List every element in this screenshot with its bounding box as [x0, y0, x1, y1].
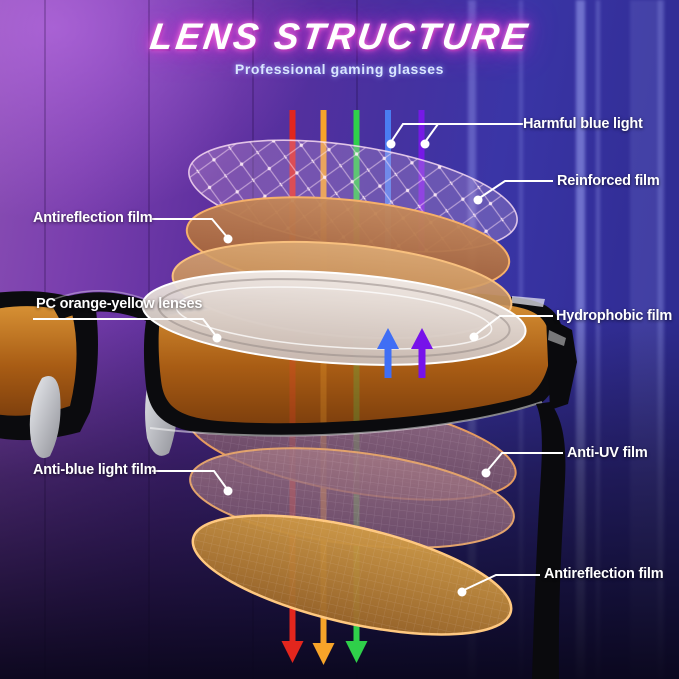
label-anti-blue-light-film: Anti-blue light film — [33, 462, 157, 478]
violet-reflected-arrow-shaft — [418, 348, 426, 378]
callout-dot — [481, 468, 491, 478]
transmitted-light-arrows — [281, 641, 368, 665]
callout-line-antireflection-bottom — [463, 574, 540, 591]
label-reinforced-film: Reinforced film — [557, 173, 660, 189]
callout-dot — [473, 195, 483, 205]
temple-arm — [532, 402, 566, 679]
violet-reflected-arrow-head — [411, 328, 433, 349]
bridge-highlight — [51, 290, 151, 302]
frame-corner-glint — [512, 296, 545, 307]
callout-dot — [469, 332, 479, 342]
callout-line-pc-lenses — [33, 318, 217, 337]
label-pc-orange-yellow-lenses: PC orange-yellow lenses — [36, 296, 203, 312]
frame-bottom-rim-light — [149, 401, 543, 437]
page-subtitle: Professional gaming glasses — [234, 61, 445, 77]
hinge — [546, 316, 577, 410]
callout-line-anti-uv — [486, 452, 563, 472]
callout-line-reinforced-film — [477, 180, 553, 200]
label-anti-uv-film: Anti-UV film — [567, 445, 648, 461]
callout-lines — [33, 123, 563, 591]
bridge — [50, 292, 152, 322]
antireflection-film-bottom-layer — [191, 514, 513, 636]
callout-dot — [223, 234, 233, 244]
blue-reflected-arrow-shaft — [384, 348, 392, 378]
nose-pad-left — [29, 376, 61, 459]
upper-film-stack — [141, 139, 527, 366]
page-title: LENS STRUCTURE — [147, 16, 533, 57]
label-harmful-blue-light: Harmful blue light — [523, 116, 643, 132]
hydrophobic-film-layer — [141, 270, 527, 366]
label-antireflection-film-bottom: Antireflection film — [544, 566, 664, 582]
callout-dot — [386, 139, 396, 149]
callout-dot — [457, 587, 467, 597]
callout-line-harmful-blue-light — [390, 123, 523, 143]
label-antireflection-film-top: Antireflection film — [33, 210, 153, 226]
green-down-arrow-head — [345, 641, 368, 663]
hinge-glint — [548, 330, 566, 346]
callout-line-anti-blue — [152, 470, 228, 490]
callout-line-hydrophobic — [474, 315, 553, 336]
label-hydrophobic-film: Hydrophobic film — [556, 308, 673, 324]
callout-dot — [223, 486, 233, 496]
callout-dot — [420, 139, 430, 149]
callout-dot — [212, 333, 222, 343]
callout-line-antireflection-top — [152, 218, 228, 238]
reflected-light-arrows — [377, 328, 433, 378]
orange-down-arrow-head — [312, 643, 335, 665]
callout-dots — [212, 139, 491, 597]
blue-reflected-arrow-head — [377, 328, 399, 349]
red-down-arrow-head — [281, 641, 304, 663]
